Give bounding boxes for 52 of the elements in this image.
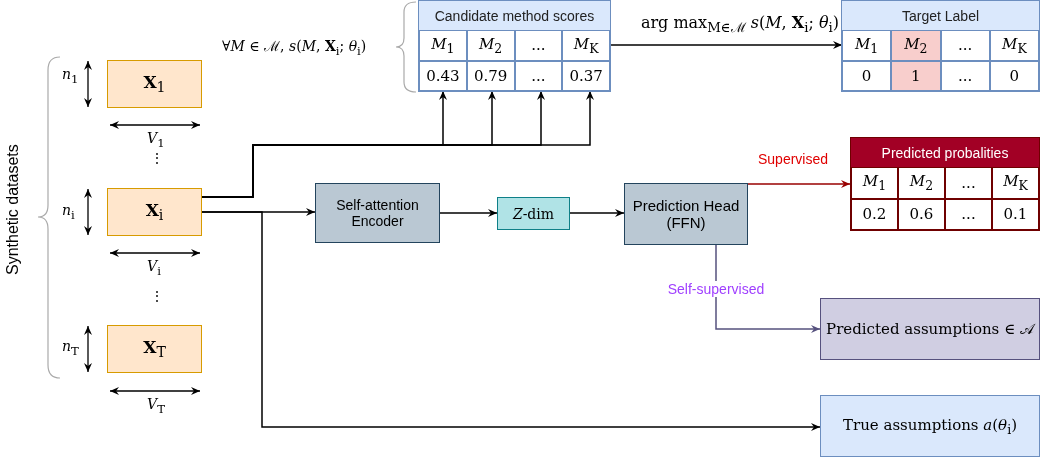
encoder-box: Self-attention Encoder — [315, 183, 440, 243]
table-cell: M$_{1}$ — [851, 167, 898, 199]
ellipsis-label: ⋮ — [150, 288, 164, 304]
table-cell: ... — [940, 30, 990, 61]
table-heading: Predicted probalities — [851, 138, 1039, 167]
dimension-label: V$_{1}$ — [147, 130, 165, 150]
formula-label: ∀M ∈ ℳ, s(M, X$_{i}$; θ$_{i}$) — [222, 37, 367, 58]
table-cell: ... — [945, 167, 992, 199]
probability-table — [850, 137, 1040, 231]
table-cell: 0.6 — [898, 198, 945, 230]
table-cell: M$_{1}$ — [419, 30, 467, 61]
table-cell: 0.37 — [562, 60, 610, 91]
dimension-label: V$_{i}$ — [147, 258, 161, 278]
edge-label: Supervised — [756, 151, 830, 167]
table-cell: M$_{2}$ — [898, 167, 945, 199]
target-table — [841, 0, 1040, 92]
arrow — [715, 244, 821, 333]
ellipsis-label: ⋮ — [150, 150, 164, 166]
axis-title: Synthetic datasets — [4, 144, 22, 275]
table-cell: 0 — [842, 60, 892, 91]
arrow — [439, 209, 498, 217]
table-cell: M$_{K}$ — [989, 30, 1039, 61]
table-cell: 0.1 — [992, 198, 1039, 230]
table-heading: Target Label — [842, 1, 1039, 30]
dataset-box: X$_{1}$ — [107, 60, 202, 108]
dimension-label: V$_{T}$ — [147, 396, 165, 416]
arrow — [569, 209, 625, 217]
table-cell: M$_{2}$ — [466, 30, 515, 61]
table-heading: Candidate method scores — [419, 1, 610, 30]
dimension-label: n$_{T}$ — [62, 338, 79, 358]
score-table — [418, 0, 611, 92]
table-cell: ... — [514, 30, 563, 61]
table-cell: ... — [945, 198, 992, 230]
table-cell: M$_{1}$ — [842, 30, 892, 61]
assumption-box: True assumptions a(θ$_{i}$) — [820, 395, 1040, 457]
arrow — [747, 180, 851, 188]
table-cell: M$_{K}$ — [562, 30, 610, 61]
table-cell: M$_{2}$ — [891, 30, 941, 61]
arrow — [609, 41, 843, 49]
table-cell: M$_{K}$ — [992, 167, 1039, 199]
assumption-box: Predicted assumptions ∈ 𝒜 — [820, 298, 1040, 360]
table-cell: 0.43 — [419, 60, 467, 91]
latent-box: Z-dim — [497, 197, 570, 230]
table-cell: 1 — [891, 60, 941, 91]
dimension-label: n$_{i}$ — [62, 202, 75, 222]
edge-label: Self-supervised — [665, 281, 767, 297]
dimension-label: n$_{1}$ — [62, 66, 79, 86]
prediction-head-box: Prediction Head (FFN) — [624, 183, 748, 245]
arrow — [201, 211, 821, 431]
dataset-box: X$_{i}$ — [107, 188, 202, 236]
dataset-box: X$_{T}$ — [107, 325, 202, 373]
table-cell: 0.2 — [851, 198, 898, 230]
